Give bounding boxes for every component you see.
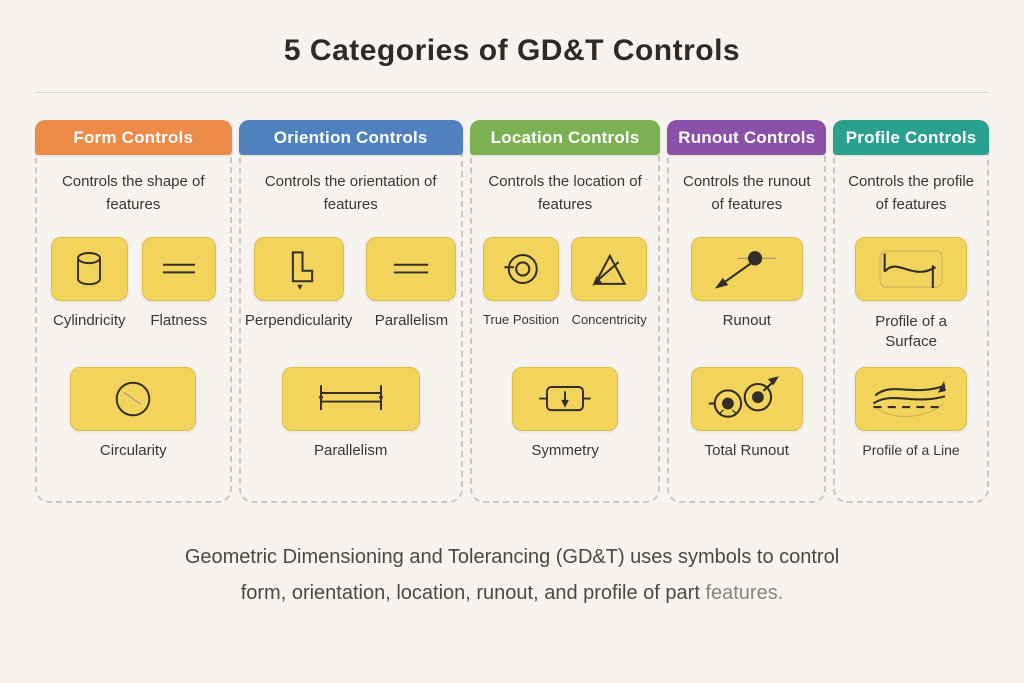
symbol-label: True Position	[483, 312, 560, 327]
column-runout-controls: Runout Controls Controls the runout of f…	[667, 120, 827, 503]
target-icon	[504, 253, 538, 285]
column-header: Runout Controls	[667, 120, 827, 155]
symbol-card	[253, 237, 344, 301]
symbol-row: Cylindricity Flatness	[37, 237, 230, 367]
title-divider	[35, 92, 989, 93]
triangle-arrow-icon	[592, 253, 627, 286]
symbol-card	[50, 237, 128, 301]
symbol-label: Total Runout	[704, 442, 789, 459]
symbol-true-position: True Position	[483, 237, 559, 327]
double-circle-arrow-icon	[708, 376, 779, 418]
footer-line-2-muted: features.	[705, 582, 784, 604]
cylinder-icon	[77, 251, 102, 286]
line-wave-icon	[872, 381, 946, 418]
column-panel: Controls the runout of features Runout	[667, 153, 827, 503]
symbol-card	[690, 237, 803, 301]
column-header: Form Controls	[35, 120, 232, 155]
symbol-label: Circularity	[99, 442, 167, 459]
symbol-runout: Runout	[690, 237, 803, 329]
circle-icon	[115, 381, 151, 417]
symbol-label: Flatness	[150, 312, 208, 329]
symbol-parallelism-bars: Parallelism	[281, 367, 420, 459]
symbol-label: Concentricity	[571, 312, 647, 327]
symbol-card	[571, 237, 648, 301]
column-panel: Controls the profile of features Profile…	[833, 153, 989, 503]
symbol-label: Parallelism	[374, 312, 449, 329]
runout-arrow-icon	[714, 251, 777, 289]
symbol-card	[690, 367, 803, 431]
symbol-flatness: Flatness	[141, 237, 216, 329]
symbol-label: Cylindricity	[52, 312, 126, 329]
symbol-total-runout: Total Runout	[690, 367, 803, 459]
column-description: Controls the runout of features	[682, 173, 811, 213]
symbol-row: Symmetry	[472, 367, 659, 487]
column-location-controls: Location Controls Controls the location …	[469, 120, 661, 503]
box-down-arrow-icon	[539, 386, 591, 412]
symbol-row: Profile of a Surface	[835, 237, 987, 367]
symbol-card	[366, 237, 457, 301]
symbol-row: Circularity	[37, 367, 230, 487]
footer-line-2-main: form, orientation, location, runout, and…	[240, 582, 706, 604]
column-header: Oriention Controls	[238, 120, 463, 155]
symbol-card	[855, 237, 968, 301]
column-description: Controls the profile of features	[848, 173, 975, 213]
footer-caption: Geometric Dimensioning and Tolerancing (…	[0, 539, 1024, 611]
column-panel: Controls the orientation of features Per…	[238, 153, 463, 503]
symbol-row: Runout	[669, 237, 824, 367]
column-description: Controls the shape of features	[61, 173, 205, 213]
category-columns: Form Controls Controls the shape of feat…	[35, 120, 989, 503]
column-form-controls: Form Controls Controls the shape of feat…	[35, 120, 232, 503]
symbol-label: Perpendicularity	[244, 312, 353, 329]
symbol-card	[855, 367, 968, 431]
symbol-row: True Position Concentricity	[472, 237, 659, 367]
symbol-perpendicularity: Perpendicularity	[244, 237, 353, 329]
column-header: Profile Controls	[833, 120, 989, 155]
symbol-label: Profile of a Line	[862, 442, 960, 458]
surface-wave-icon	[879, 250, 943, 289]
symbol-profile-line: Profile of a Line	[855, 367, 968, 458]
symbol-row: Profile of a Line	[835, 367, 987, 487]
column-panel: Controls the shape of features Cylindric…	[35, 153, 232, 503]
column-description: Controls the location of features	[488, 173, 642, 213]
column-panel: Controls the location of features True P…	[469, 153, 661, 503]
symbol-circularity: Circularity	[70, 367, 197, 459]
symbol-label: Parallelism	[313, 442, 388, 459]
column-profile-controls: Profile Controls Controls the profile of…	[833, 120, 989, 503]
symbol-profile-surface: Profile of a Surface	[855, 237, 968, 353]
symbol-card	[70, 367, 197, 431]
symbol-card	[483, 237, 560, 301]
parallel-lines-icon	[162, 263, 195, 274]
column-header: Location Controls	[469, 120, 661, 155]
symbol-label: Runout	[722, 312, 771, 329]
symbol-cylindricity: Cylindricity	[50, 237, 128, 329]
symbol-symmetry: Symmetry	[512, 367, 619, 459]
symbol-card	[512, 367, 619, 431]
column-description: Controls the orientation of features	[264, 173, 437, 213]
footer-line-2: form, orientation, location, runout, and…	[0, 575, 1024, 611]
perpendicular-icon	[291, 251, 313, 290]
page-title: 5 Categories of GD&T Controls	[283, 34, 741, 67]
symbol-label: Profile of a Surface	[875, 313, 947, 351]
symbol-card	[281, 367, 420, 431]
symbol-row: Parallelism	[241, 367, 461, 487]
symbol-card	[141, 237, 216, 301]
symbol-row: Total Runout	[669, 367, 824, 487]
parallel-lines-icon	[394, 263, 429, 274]
footer-line-1: Geometric Dimensioning and Tolerancing (…	[184, 546, 840, 568]
symbol-label: Symmetry	[531, 442, 599, 459]
symbol-row: Perpendicularity Parallelism	[241, 237, 461, 367]
symbol-concentricity: Concentricity	[571, 237, 648, 327]
column-orientation-controls: Oriention Controls Controls the orientat…	[238, 120, 463, 503]
parallel-bars-icon	[318, 385, 383, 411]
symbol-parallelism: Parallelism	[366, 237, 457, 329]
